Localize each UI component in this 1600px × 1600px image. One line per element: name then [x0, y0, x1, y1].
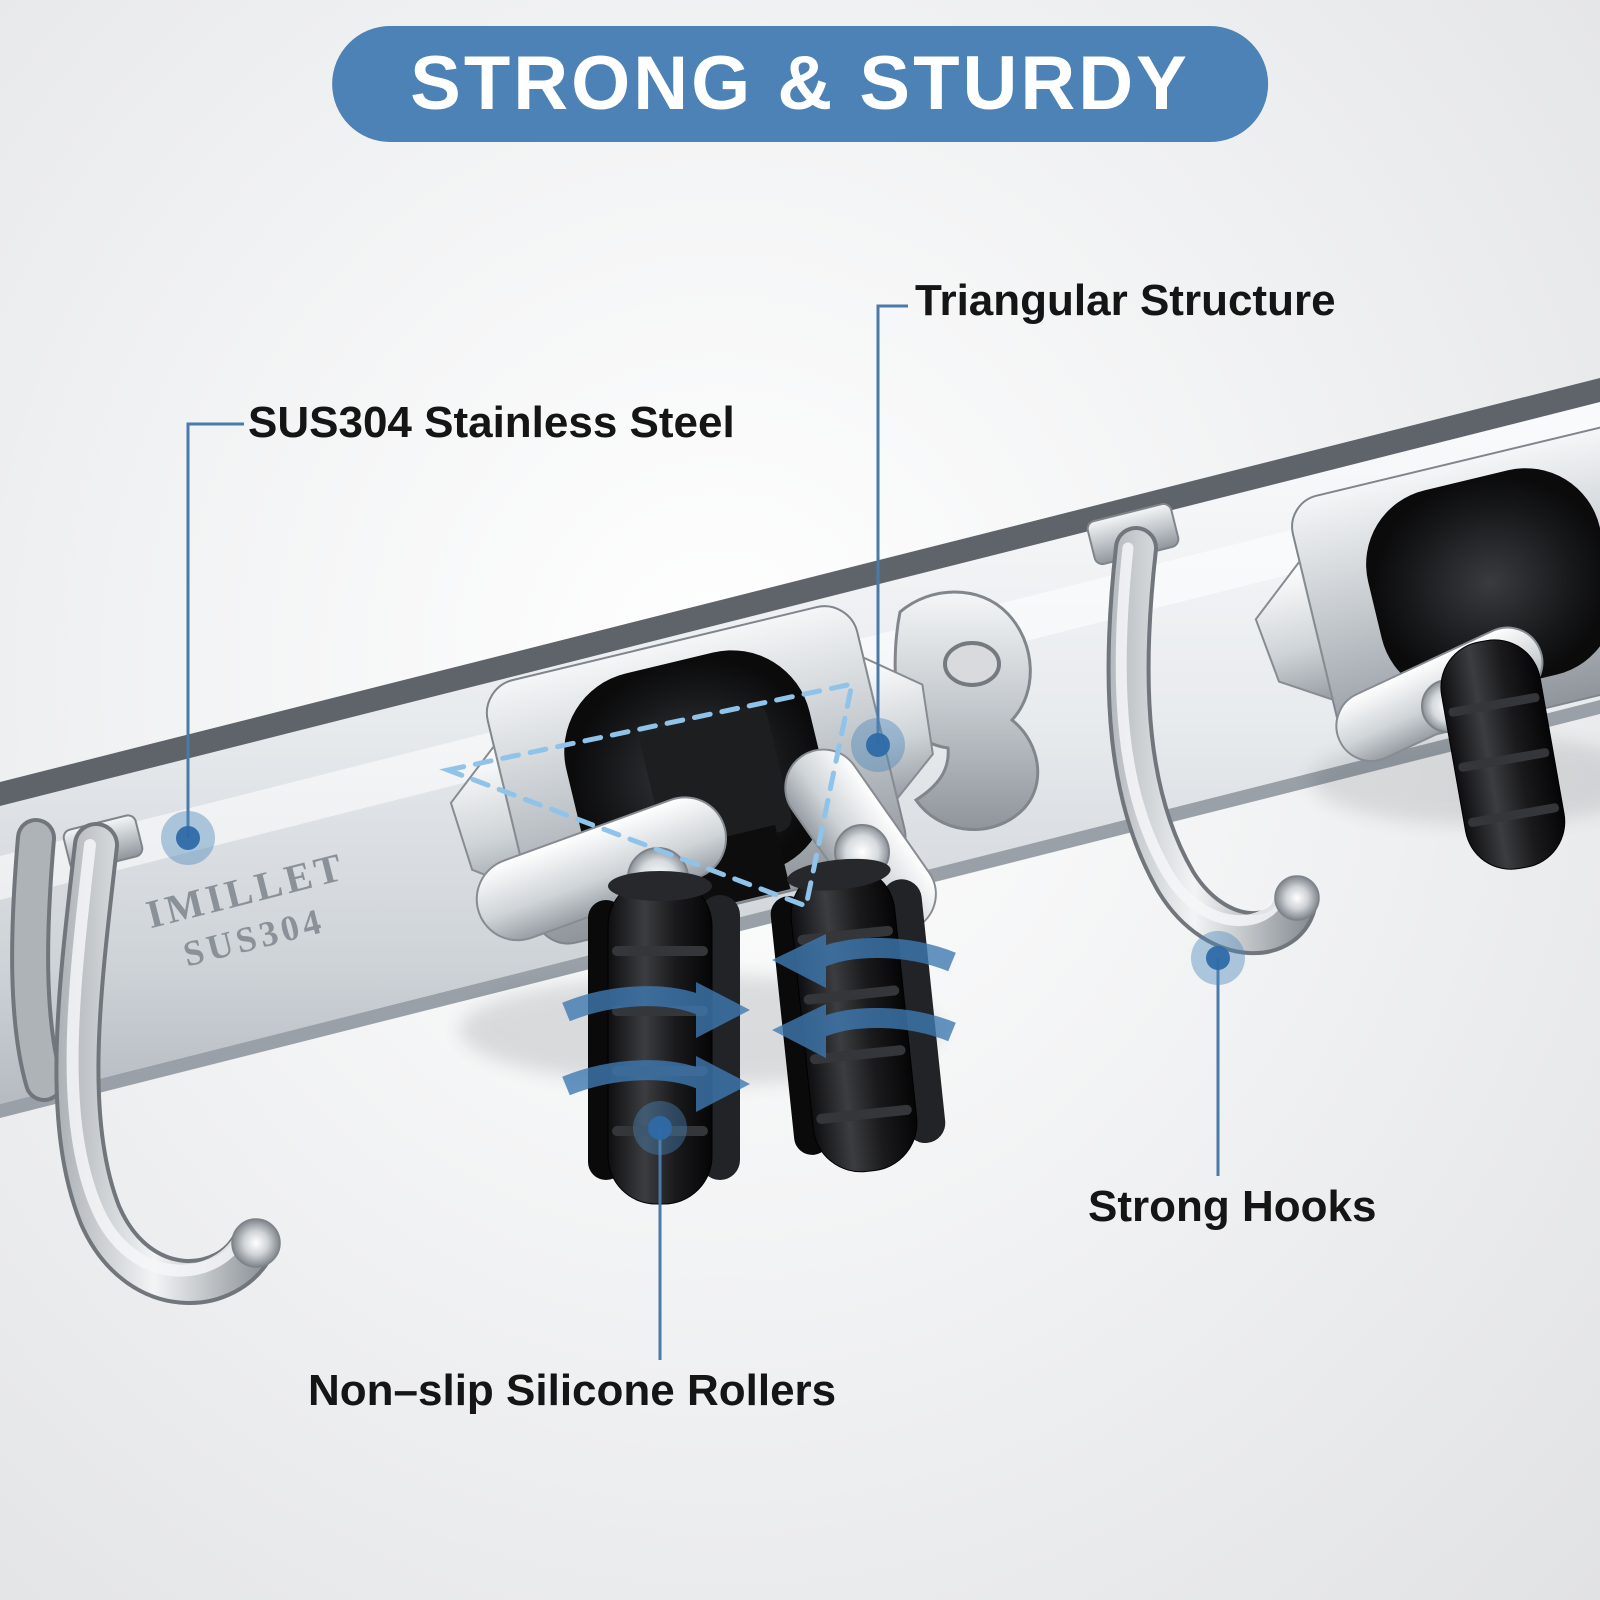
roller-arrow-left-2 [772, 1004, 956, 1058]
center-clamp-left-wing [449, 744, 531, 894]
rail-top-edge [0, 378, 1600, 808]
dot-triangular [851, 718, 905, 772]
roller-arrow-right-2 [562, 1056, 750, 1112]
rotation-arrows [562, 934, 956, 1112]
middle-hook [1086, 502, 1320, 956]
triangle-overlay [439, 680, 856, 910]
callout-label-stainless-steel: SUS304 Stainless Steel [248, 398, 735, 447]
right-clamp-cavity [1366, 468, 1600, 697]
dot-hooks [1191, 931, 1245, 985]
middle-hook-ball-tip [1274, 875, 1320, 921]
dot-stainless [161, 811, 215, 865]
callout-label-silicone-rollers: Non–slip Silicone Rollers [308, 1366, 837, 1415]
back-hook-hole [943, 641, 1001, 687]
dot-rollers [633, 1101, 687, 1155]
right-clamp [1254, 424, 1600, 870]
roller-arrow-left-1 [772, 934, 956, 988]
leader-lines [186, 304, 1220, 1360]
right-clamp-wing [1254, 559, 1335, 702]
callout-label-strong-hooks: Strong Hooks [1088, 1182, 1377, 1231]
left-hook [10, 814, 281, 1305]
title-banner: STRONG & STURDY [332, 26, 1268, 142]
roller-arrow-right-1 [562, 982, 750, 1038]
leader-stainless [186, 422, 244, 838]
silicone-rollers-left [588, 871, 740, 1205]
back-hook [893, 590, 1040, 832]
right-clamp-roller [1440, 639, 1566, 870]
title-text: STRONG & STURDY [410, 41, 1190, 126]
left-hook-ball-tip [231, 1218, 281, 1268]
leader-triangular [876, 304, 908, 745]
callout-dots [161, 718, 1245, 1155]
callout-label-triangular-structure: Triangular Structure [915, 276, 1336, 325]
